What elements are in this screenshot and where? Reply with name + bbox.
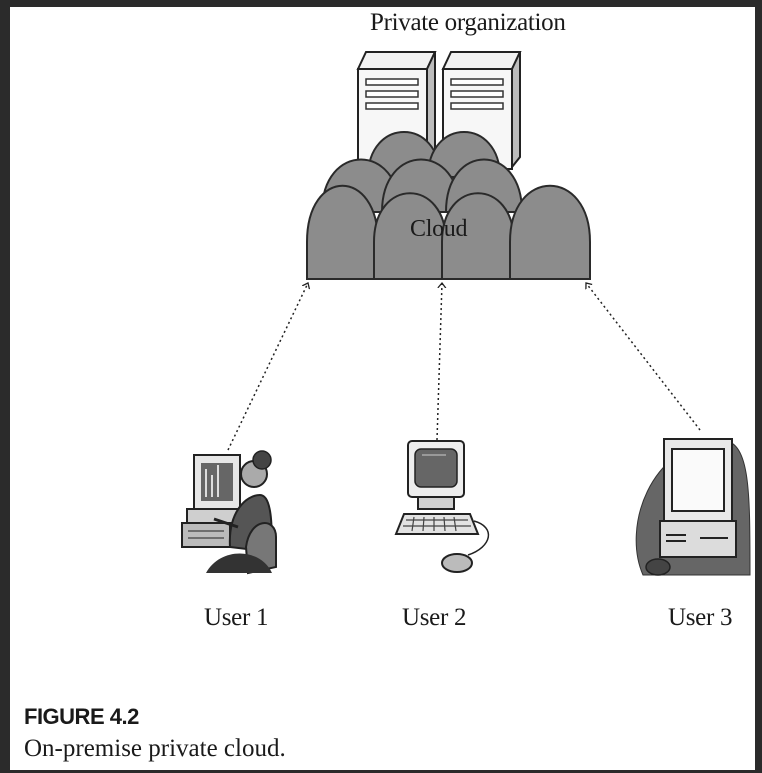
- figure-page: Private organization Cloud User 1 User 2…: [10, 7, 755, 770]
- server-icon: [356, 51, 437, 170]
- desktop-computer-icon: [394, 440, 490, 573]
- diagram-canvas: [181, 51, 751, 576]
- user-1-label: User 1: [204, 604, 269, 631]
- figure-number: FIGURE 4.2: [24, 704, 139, 729]
- arrow-user-2: [436, 283, 442, 441]
- figure-caption: On-premise private cloud.: [24, 735, 286, 762]
- computer-tower-icon: [635, 438, 751, 576]
- cloud-shape: [306, 131, 591, 280]
- user-at-workstation-icon: [181, 450, 277, 575]
- user-3-label: User 3: [668, 604, 733, 631]
- cloud-label: Cloud: [410, 216, 468, 242]
- arrow-user-3: [586, 283, 701, 431]
- user-2-label: User 2: [402, 604, 467, 631]
- connection-arrows: [227, 283, 701, 451]
- arrow-user-1: [227, 283, 308, 451]
- diagram-title: Private organization: [370, 9, 566, 36]
